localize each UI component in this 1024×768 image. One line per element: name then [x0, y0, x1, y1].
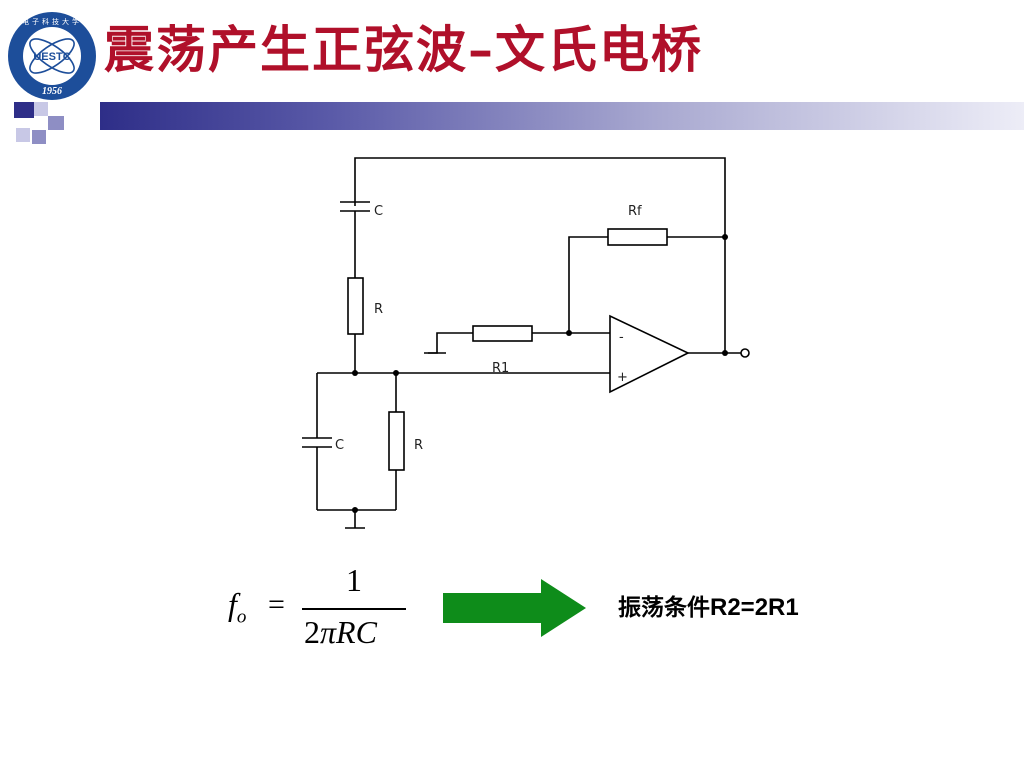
- formula-den-pi: π: [320, 614, 337, 650]
- logo-ring-text: 电子科技大学: [22, 17, 82, 26]
- condition-value: R2=2R1: [710, 594, 799, 621]
- decor-square: [34, 102, 48, 116]
- label-plus: +: [617, 370, 628, 385]
- junction-dot: [352, 507, 358, 513]
- formula-equals: =: [268, 588, 285, 621]
- label-r-shunt: R: [414, 438, 423, 453]
- formula-lhs-var: f: [228, 586, 237, 622]
- wire: [424, 332, 473, 354]
- decor-square: [48, 116, 64, 130]
- label-rf: Rf: [628, 204, 642, 219]
- frequency-formula: fo = 1 2πRC: [222, 562, 412, 662]
- condition-label: 振荡条件: [618, 594, 710, 621]
- resistor-shunt: [388, 411, 405, 471]
- label-minus: -: [619, 330, 624, 345]
- logo-abbreviation: UESTC: [33, 51, 70, 63]
- oscillation-condition: 振荡条件R2=2R1: [618, 588, 799, 622]
- resistor-rf: [607, 228, 668, 246]
- formula-numerator: 1: [346, 562, 362, 598]
- junction-dot: [566, 330, 572, 336]
- resistor-r1: [472, 325, 533, 342]
- resistor-series: [347, 277, 364, 335]
- formula-lhs: fo: [228, 586, 246, 628]
- fraction-bar: [302, 608, 406, 610]
- wire-feedback-top: [354, 157, 726, 353]
- label-c-top: C: [374, 204, 383, 219]
- formula-den-vars: RC: [336, 614, 377, 650]
- decor-square: [16, 128, 30, 142]
- junction-dot: [393, 370, 399, 376]
- junction-dot: [352, 370, 358, 376]
- title-underline-bar: [100, 102, 1024, 130]
- label-r1: R1: [492, 361, 509, 376]
- label-r-series: R: [374, 302, 383, 317]
- output-terminal: [740, 348, 750, 358]
- junction-dot: [722, 234, 728, 240]
- junction-dot: [722, 350, 728, 356]
- right-arrow-icon: [443, 579, 586, 637]
- decor-square: [32, 130, 46, 144]
- wire: [568, 236, 608, 333]
- decor-square: [14, 102, 34, 118]
- formula-lhs-sub: o: [236, 606, 247, 628]
- logo-year: 1956: [42, 86, 62, 97]
- formula-den-number: 2: [304, 614, 320, 650]
- university-logo: UESTC 1956 电子科技大学: [8, 12, 96, 100]
- op-amp: [609, 314, 690, 394]
- label-c-bottom: C: [335, 438, 344, 453]
- slide-title: 震荡产生正弦波–文氏电桥: [104, 20, 703, 79]
- formula-denominator: 2πRC: [304, 614, 377, 651]
